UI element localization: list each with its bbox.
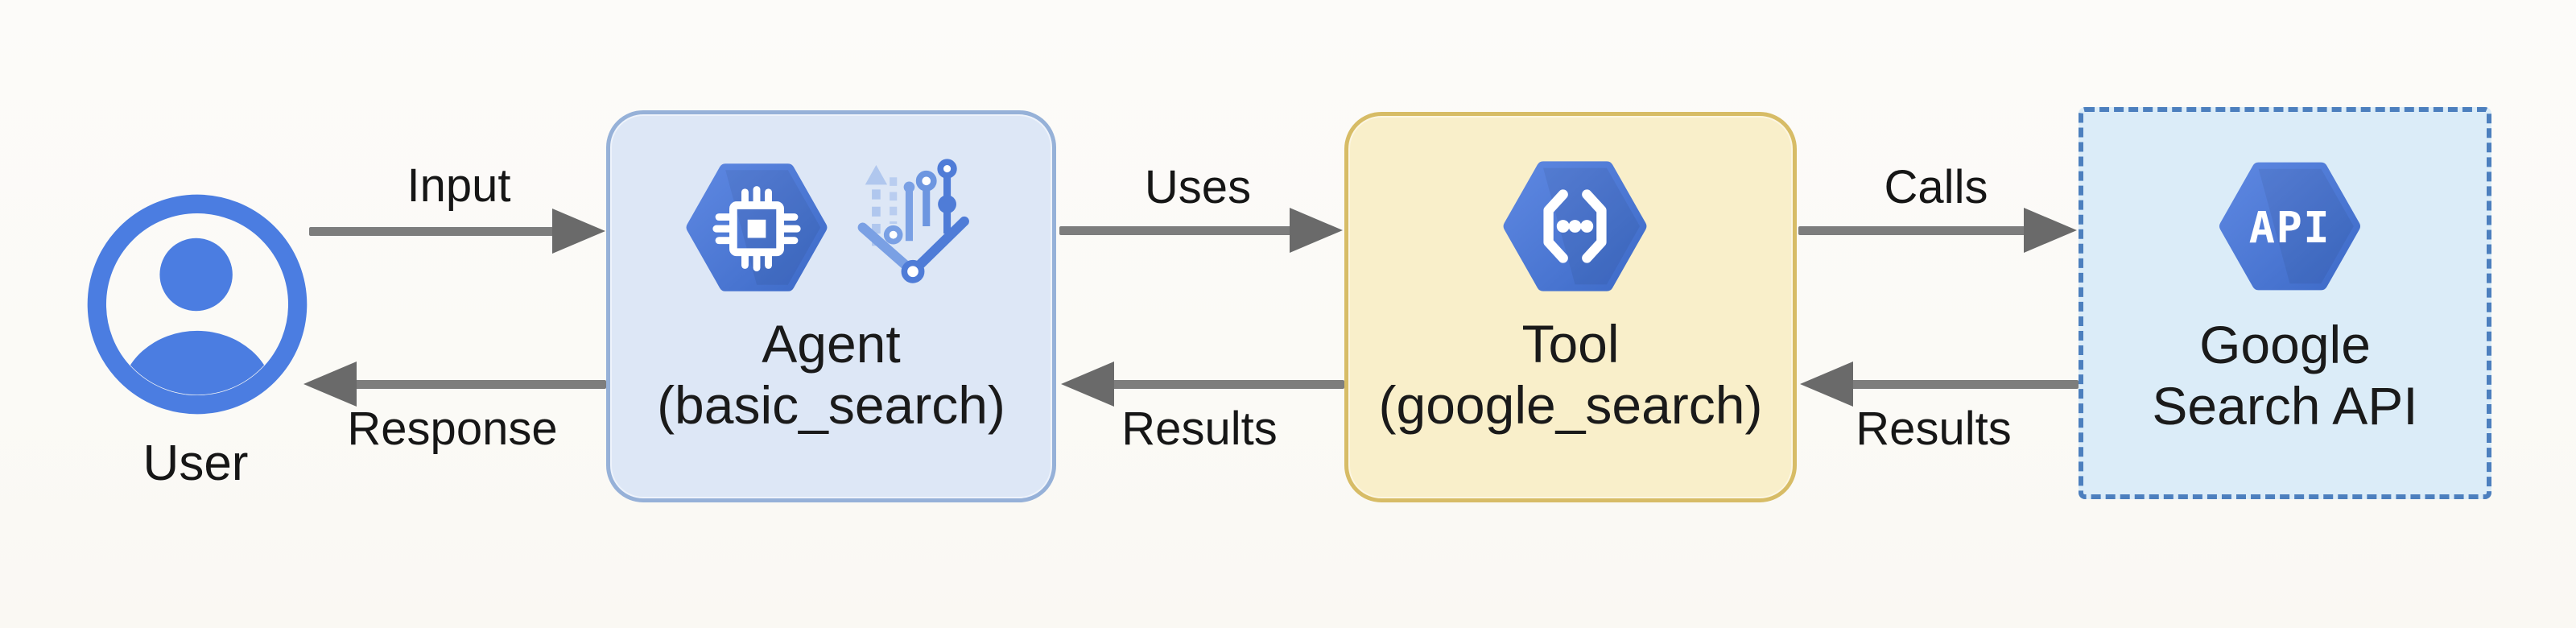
api-box: API Google Search API bbox=[2079, 107, 2491, 499]
arrow-results-api-tool-shaft bbox=[1847, 380, 2079, 389]
arrow-uses-head bbox=[1290, 208, 1343, 253]
edge-label-uses: Uses bbox=[1144, 161, 1252, 213]
arrow-input-shaft bbox=[309, 227, 559, 236]
arrow-results-api-tool-head bbox=[1800, 362, 1853, 407]
agent-box: Agent (basic_search) bbox=[606, 110, 1056, 502]
arrow-calls-head bbox=[2024, 208, 2077, 253]
edge-label-response: Response bbox=[347, 403, 558, 455]
api-title: Google bbox=[2199, 315, 2371, 374]
arrow-results-tool-agent bbox=[1061, 362, 1344, 407]
tool-box: Tool (google_search) bbox=[1344, 112, 1797, 502]
cpu-hexagon-icon bbox=[686, 163, 828, 291]
arrow-uses bbox=[1059, 208, 1343, 253]
api-hexagon-icon: API bbox=[2219, 162, 2360, 291]
arrow-response bbox=[303, 362, 606, 407]
agent-title: Agent bbox=[762, 314, 901, 374]
api-subtitle: Search API bbox=[2152, 376, 2418, 436]
arrow-calls bbox=[1798, 208, 2077, 253]
arrow-response-head bbox=[303, 362, 357, 407]
arrow-input bbox=[309, 209, 605, 254]
arrow-uses-shaft bbox=[1059, 226, 1296, 235]
edge-label-input: Input bbox=[407, 159, 511, 212]
arrow-input-head bbox=[552, 209, 605, 254]
code-brackets-hexagon-icon bbox=[1503, 161, 1647, 291]
arrow-results-api-tool bbox=[1800, 362, 2079, 407]
arrow-response-shaft bbox=[350, 380, 606, 389]
edge-label-calls: Calls bbox=[1884, 161, 1988, 213]
api-icon-text: API bbox=[2249, 202, 2330, 253]
user-node-label: User bbox=[142, 436, 249, 491]
arrow-results-tool-agent-head bbox=[1061, 362, 1114, 407]
edge-label-results-api-tool: Results bbox=[1856, 403, 2012, 455]
agent-subtitle: (basic_search) bbox=[657, 375, 1005, 435]
branch-pipeline-icon bbox=[857, 159, 969, 283]
tool-subtitle: (google_search) bbox=[1378, 375, 1763, 435]
arrow-calls-shaft bbox=[1798, 226, 2030, 235]
user-icon bbox=[87, 194, 308, 415]
arrow-results-tool-agent-shaft bbox=[1108, 380, 1344, 389]
edge-label-results-tool-agent: Results bbox=[1121, 403, 1278, 455]
tool-title: Tool bbox=[1521, 314, 1620, 374]
